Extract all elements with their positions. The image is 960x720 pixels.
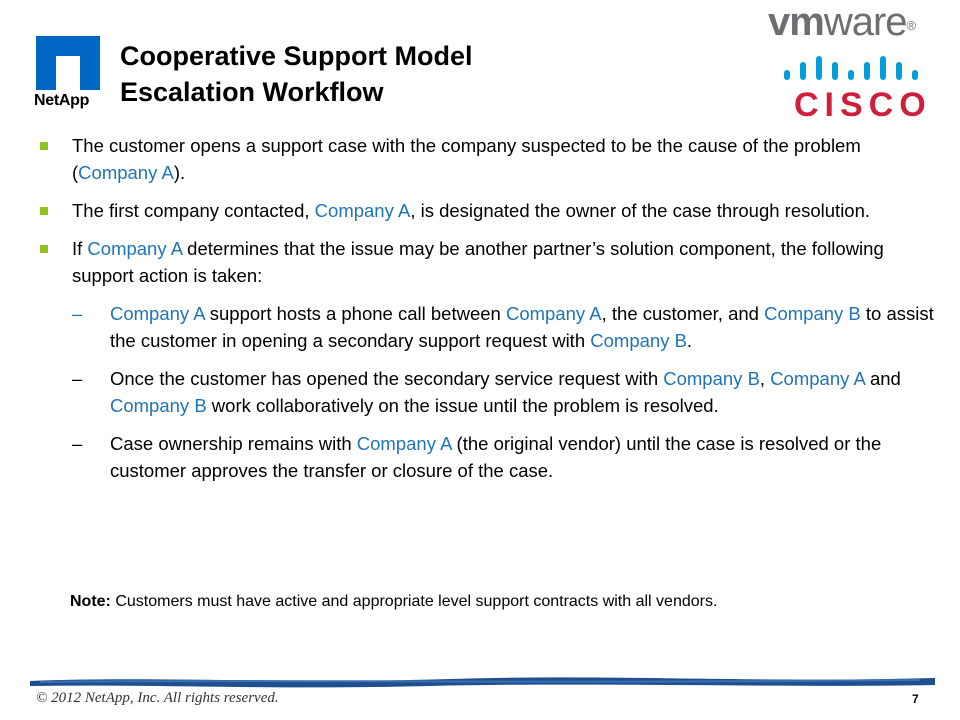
dash-marker: – xyxy=(72,368,83,389)
highlight-company-a: Company A xyxy=(78,162,174,183)
bullet-item: The first company contacted, Company A, … xyxy=(38,197,938,224)
page-title-line-2: Escalation Workflow xyxy=(120,77,384,107)
bullet-item: If Company A determines that the issue m… xyxy=(38,235,938,289)
cisco-logo-text: CISCO xyxy=(794,86,932,124)
dash-marker: – xyxy=(72,303,83,324)
bullet-square-icon xyxy=(40,207,48,215)
sub-bullet-text: Once the customer has opened the seconda… xyxy=(110,368,664,389)
sub-bullet-item: – Company A support hosts a phone call b… xyxy=(38,300,938,354)
highlight-company-a: Company A xyxy=(356,433,452,454)
vmware-logo-ware: ware xyxy=(823,0,908,44)
bullet-text: The first company contacted, xyxy=(72,200,315,221)
sub-bullet-text: , the customer, and xyxy=(601,303,765,324)
bullet-text: determines that the issue may be another… xyxy=(72,238,884,286)
sub-bullet-item: – Case ownership remains with Company A … xyxy=(38,430,938,484)
bullet-square-icon xyxy=(40,142,48,150)
vmware-logo-vm: vm xyxy=(768,0,825,44)
sub-bullet-item: – Once the customer has opened the secon… xyxy=(38,365,938,419)
bullet-item: The customer opens a support case with t… xyxy=(38,132,938,186)
note-label: Note: xyxy=(70,593,111,610)
highlight-company-b: Company B xyxy=(764,303,861,324)
bullet-text: , is designated the owner of the case th… xyxy=(410,200,871,221)
highlight-company-b: Company B xyxy=(663,368,760,389)
bullet-text: The customer opens a support case with t… xyxy=(72,135,861,183)
highlight-company-a: Company A xyxy=(110,303,205,324)
footer-divider xyxy=(30,677,935,688)
sub-bullet-text: . xyxy=(686,330,693,351)
bullet-text: ). xyxy=(173,162,186,183)
sub-bullet-text: and xyxy=(864,368,901,389)
vmware-logo-registered: ® xyxy=(906,18,917,33)
page-number: 7 xyxy=(912,692,919,706)
sub-bullet-text: work collaboratively on the issue until … xyxy=(206,395,719,416)
highlight-company-a: Company A xyxy=(770,368,865,389)
bullet-square-icon xyxy=(40,245,48,253)
sub-bullet-text: Case ownership remains with xyxy=(110,433,357,454)
netapp-logo: NetApp xyxy=(34,36,104,116)
note: Note: Customers must have active and app… xyxy=(70,590,950,614)
highlight-company-b: Company B xyxy=(110,395,207,416)
highlight-company-a: Company A xyxy=(505,303,602,324)
cisco-logo: CISCO xyxy=(780,56,926,126)
dash-marker: – xyxy=(72,433,83,454)
netapp-logo-text: NetApp xyxy=(34,92,90,109)
cisco-bars-icon xyxy=(784,56,918,80)
highlight-company-a: Company A xyxy=(87,238,183,259)
sub-bullet-text: (the original vendor) until the case is … xyxy=(110,433,882,481)
copyright-text: © 2012 NetApp, Inc. All rights reserved. xyxy=(36,690,279,706)
vmware-logo: vmware® xyxy=(768,0,917,44)
page-title: Cooperative Support Model Escalation Wor… xyxy=(120,38,680,110)
sub-bullet-text: to assist the customer in opening a seco… xyxy=(110,303,934,351)
netapp-logo-icon xyxy=(36,36,100,90)
highlight-company-a: Company A xyxy=(314,200,411,221)
highlight-company-b: Company B xyxy=(590,330,687,351)
note-text: Customers must have active and appropria… xyxy=(110,593,718,610)
sub-bullet-text: support hosts a phone call between xyxy=(204,303,506,324)
sub-bullet-text: , xyxy=(759,368,771,389)
page-title-line-1: Cooperative Support Model xyxy=(120,41,473,71)
slide-body: The customer opens a support case with t… xyxy=(38,132,938,495)
bullet-text: If xyxy=(72,238,88,259)
